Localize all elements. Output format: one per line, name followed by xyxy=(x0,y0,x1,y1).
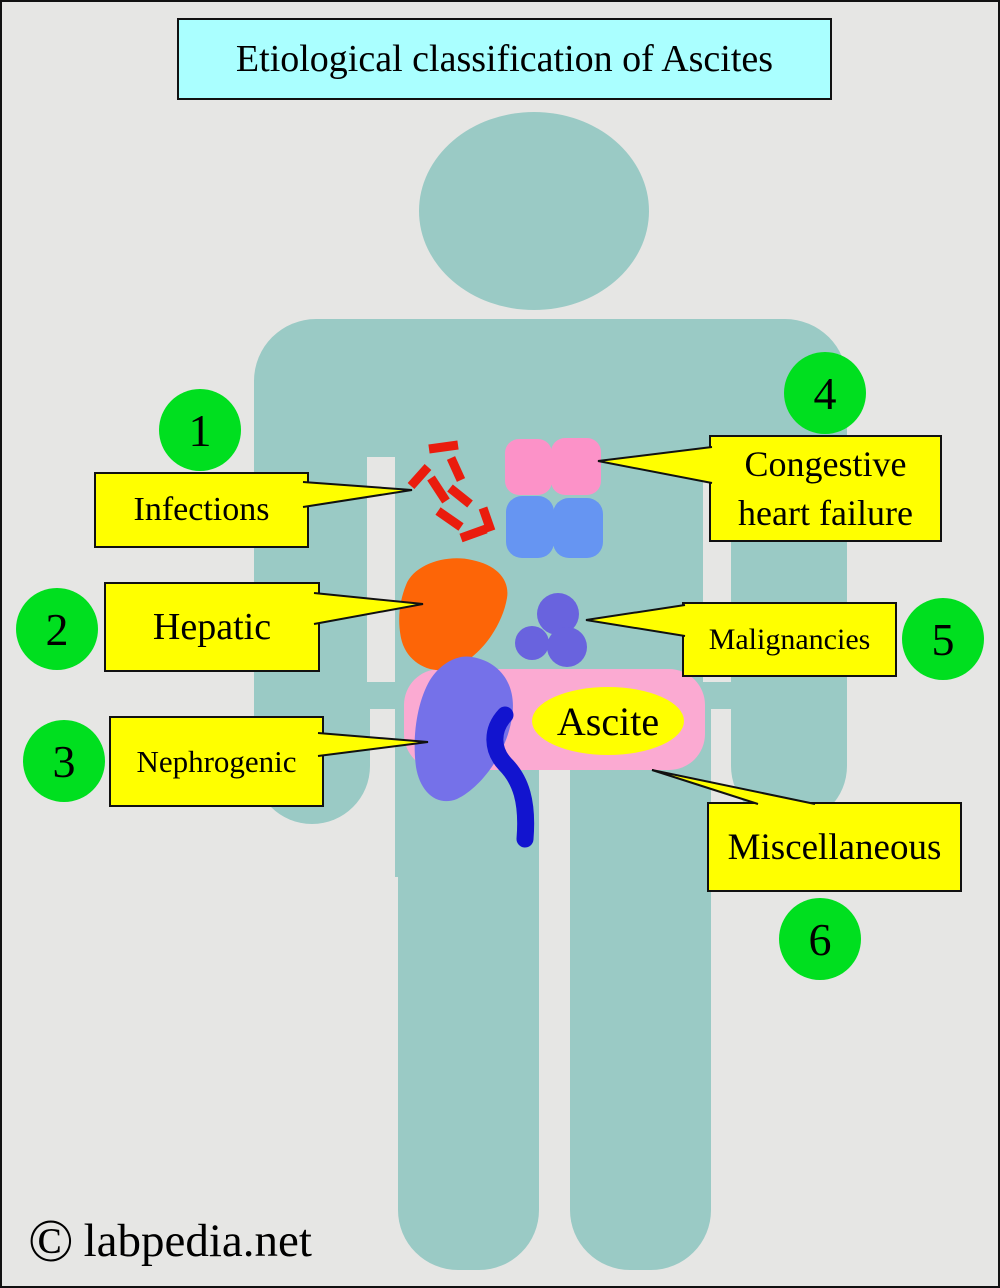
callout-nephrogenic: Nephrogenic xyxy=(109,716,324,807)
callout-chf-label: Congestive heart failure xyxy=(738,440,913,537)
callout-malignancies: Malignancies xyxy=(682,602,897,677)
number-badge-4: 4 xyxy=(784,352,866,434)
number-badge-2: 2 xyxy=(16,588,98,670)
ascite-text: Ascite xyxy=(556,698,660,744)
number-badge-1: 1 xyxy=(159,389,241,471)
callout-infections-label: Infections xyxy=(133,491,270,528)
number-badge-5: 5 xyxy=(902,598,984,680)
badge-4-text: 4 xyxy=(813,367,837,419)
chf-line1: Congestive xyxy=(744,443,907,484)
ascite-oval-label: Ascite xyxy=(532,687,684,755)
figure-left-arm-gap xyxy=(367,457,395,682)
page-title-text: Etiological classification of Ascites xyxy=(235,38,774,80)
callout-miscellaneous-label: Miscellaneous xyxy=(727,826,942,868)
figure-head xyxy=(419,112,649,310)
callout-infections: Infections xyxy=(94,472,309,548)
number-badge-6: 6 xyxy=(779,898,861,980)
badge-2-text: 2 xyxy=(45,603,69,655)
callout-hepatic: Hepatic xyxy=(104,582,320,672)
copyright-icon: © xyxy=(28,1208,74,1274)
callout-nephrogenic-label: Nephrogenic xyxy=(136,743,297,779)
badge-1-text: 1 xyxy=(188,404,212,456)
callout-miscellaneous: Miscellaneous xyxy=(707,802,962,892)
callout-hepatic-label: Hepatic xyxy=(152,606,272,648)
callout-malignancies-label: Malignancies xyxy=(708,622,871,656)
callout-congestive-heart-failure: Congestive heart failure xyxy=(709,435,942,542)
badge-3-text: 3 xyxy=(52,735,76,787)
figure-leg-gap xyxy=(539,770,570,1286)
page-title: Etiological classification of Ascites xyxy=(177,18,832,100)
badge-5-text: 5 xyxy=(931,613,955,665)
copyright-line: © labpedia.net xyxy=(28,1206,312,1276)
figure-right-leg xyxy=(570,832,711,1270)
figure-left-leg xyxy=(398,832,539,1270)
badge-6-text: 6 xyxy=(808,913,832,965)
chf-line2: heart failure xyxy=(738,492,913,533)
number-badge-3: 3 xyxy=(23,720,105,802)
copyright-site: labpedia.net xyxy=(83,1215,312,1267)
